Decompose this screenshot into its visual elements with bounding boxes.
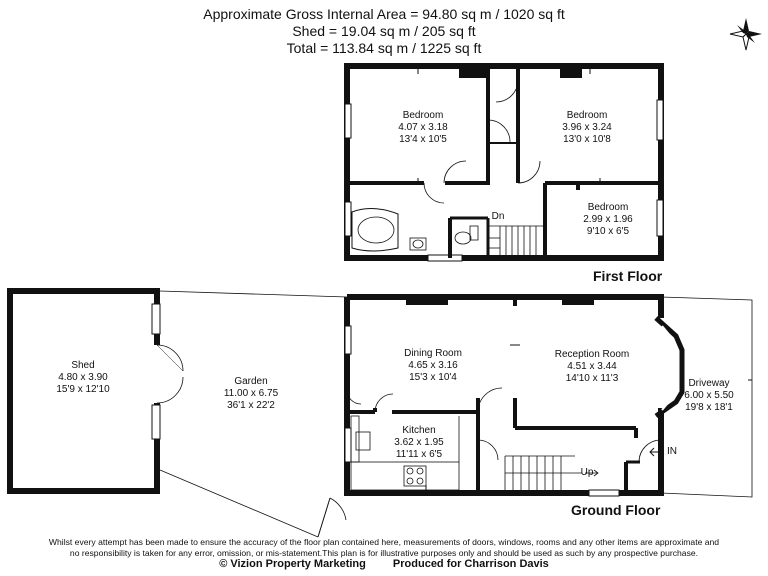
compass-rose-icon (729, 18, 762, 51)
ground-floor-title: Ground Floor (571, 502, 661, 518)
room-label-bedroom-2: Bedroom 3.96 x 3.24 13'0 x 10'8 (562, 110, 612, 145)
area-line-shed: Shed = 19.04 sq m / 205 sq ft (292, 23, 476, 39)
disclaimer-line-2: no responsibility is taken for any error… (69, 548, 699, 558)
credit-vizion: © Vizion Property Marketing (219, 558, 366, 570)
room-label-garden: Garden 11.00 x 6.75 36'1 x 22'2 (223, 376, 279, 411)
stairs-up-label: Up (580, 467, 594, 478)
room-label-driveway: Driveway 6.00 x 5.50 19'8 x 18'1 (684, 378, 734, 413)
area-line-total: Total = 113.84 sq m / 1225 sq ft (286, 40, 482, 56)
ground-floor-plan (7, 288, 753, 538)
room-label-kitchen: Kitchen 3.62 x 1.95 11'11 x 6'5 (394, 425, 444, 460)
credit-charrison: Produced for Charrison Davis (392, 558, 549, 570)
room-label-shed: Shed 4.80 x 3.90 15'9 x 12'10 (56, 360, 110, 395)
area-line-gross: Approximate Gross Internal Area = 94.80 … (203, 6, 565, 22)
stairs-down-label: Dn (491, 211, 505, 222)
entrance-label: IN (667, 446, 677, 457)
first-floor-plan (344, 63, 664, 262)
room-label-bedroom-1: Bedroom 4.07 x 3.18 13'4 x 10'5 (398, 110, 448, 145)
first-floor-title: First Floor (593, 268, 663, 284)
room-label-reception: Reception Room 4.51 x 3.44 14'10 x 11'3 (554, 349, 630, 384)
room-label-dining: Dining Room 4.65 x 3.16 15'3 x 10'4 (404, 348, 462, 383)
room-label-bedroom-3: Bedroom 2.99 x 1.96 9'10 x 6'5 (583, 202, 633, 237)
disclaimer-line-1: Whilst every attempt has been made to en… (48, 537, 720, 547)
credits: © Vizion Property Marketing Produced for… (0, 558, 768, 570)
